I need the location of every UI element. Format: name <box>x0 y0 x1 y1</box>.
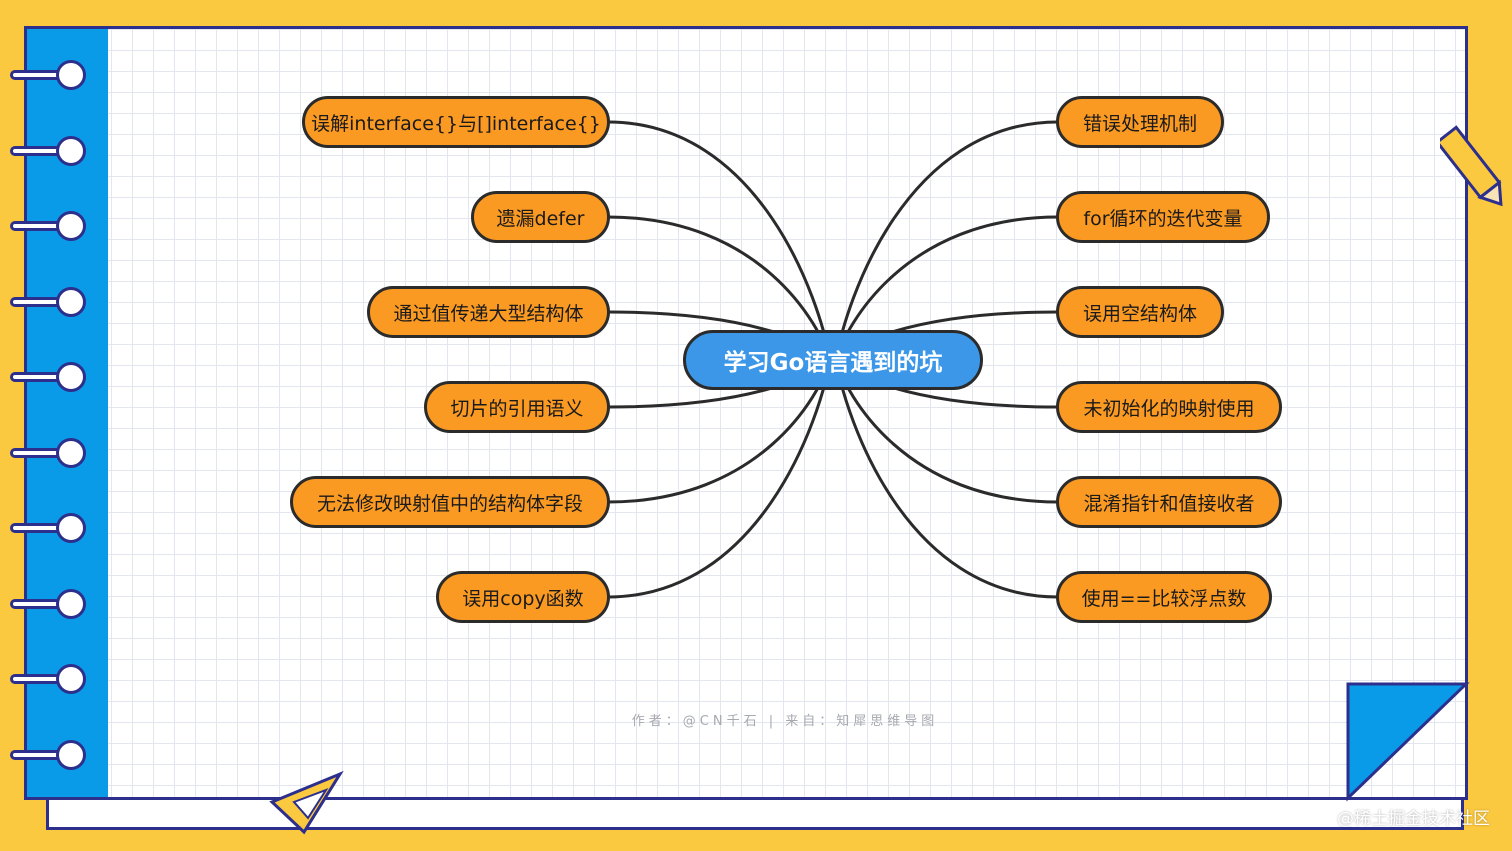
author-credit: 作者：@CN千石 | 来自：知犀思维导图 <box>631 714 939 729</box>
binder-ring <box>10 664 86 694</box>
binder-ring <box>10 437 86 468</box>
branch-node-right-6[interactable]: 使用==比较浮点数 <box>1056 571 1272 623</box>
binder-ring <box>10 513 86 543</box>
branch-node-left-5[interactable]: 无法修改映射值中的结构体字段 <box>290 476 610 528</box>
branch-node-right-4[interactable]: 未初始化的映射使用 <box>1056 381 1282 433</box>
page-fold-icon <box>1346 682 1470 802</box>
branch-node-left-6[interactable]: 误用copy函数 <box>436 571 610 623</box>
branch-node-right-1[interactable]: 错误处理机制 <box>1056 96 1224 148</box>
binder-ring <box>10 362 86 392</box>
binder-ring <box>10 60 86 90</box>
branch-node-left-4[interactable]: 切片的引用语义 <box>424 381 610 433</box>
triangle-ruler-icon <box>269 770 344 835</box>
binder-ring <box>10 739 86 770</box>
pencil-icon <box>1440 125 1503 207</box>
branch-node-left-3[interactable]: 通过值传递大型结构体 <box>367 286 610 338</box>
branch-node-right-5[interactable]: 混淆指针和值接收者 <box>1056 476 1282 528</box>
branch-node-left-2[interactable]: 遗漏defer <box>471 191 610 243</box>
binder-ring <box>10 135 86 166</box>
binder-ring <box>10 286 86 317</box>
binder-ring <box>10 588 86 619</box>
site-watermark: @稀土掘金技术社区 <box>1337 809 1490 829</box>
branch-node-right-3[interactable]: 误用空结构体 <box>1056 286 1224 338</box>
branch-node-left-1[interactable]: 误解interface{}与[]interface{} <box>302 96 610 148</box>
binder-ring <box>10 211 86 241</box>
central-topic[interactable]: 学习Go语言遇到的坑 <box>683 330 983 390</box>
branch-node-right-2[interactable]: for循环的迭代变量 <box>1056 191 1270 243</box>
